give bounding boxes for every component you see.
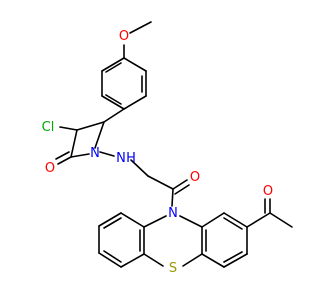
acetyl-group [246,198,293,228]
lactam-nitrogen-label: N [90,146,100,161]
structure-canvas: O Cl N O N H O N O S [42,21,293,276]
chlorine-label: Cl [42,120,55,135]
beta-lactam-ring [55,108,125,165]
lactam-oxygen-label: O [45,161,55,176]
methoxy-oxygen-label: O [119,29,129,44]
molecule-structure: O Cl N O N H O N O S [42,21,293,276]
acetyl-oxygen-label: O [263,184,273,199]
amine-nitrogen-label: N [116,151,126,166]
phenothiazine-left-ring [98,212,167,268]
ring-nitrogen-label: N [168,206,178,221]
phenothiazine-right-ring [179,212,248,268]
ring-sulfur-label: S [169,261,177,276]
methoxy-group [123,21,152,59]
hydrazide-linker [99,151,190,207]
methoxyphenyl-ring [101,57,147,110]
acyl-oxygen-label: O [190,170,200,185]
amine-hydrogen-label: H [126,151,136,166]
